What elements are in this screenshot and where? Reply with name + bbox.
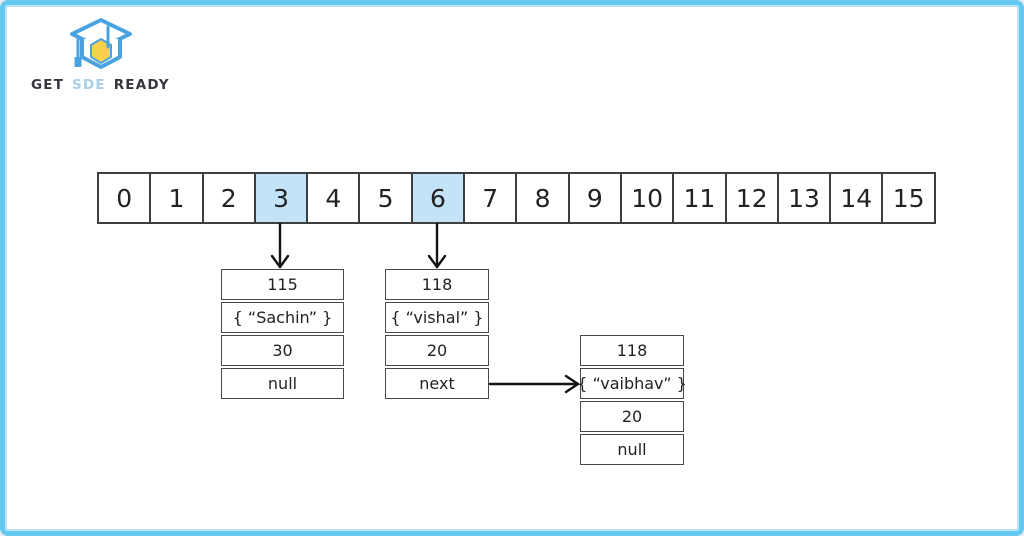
node-vishal-field-3: next	[385, 368, 489, 399]
logo-text-ready: READY	[113, 77, 170, 93]
node-sachin-field-1: { “Sachin” }	[221, 302, 344, 333]
array-cell-2: 2	[201, 172, 256, 224]
node-sachin-field-3: null	[221, 368, 344, 399]
logo-text-sde: SDE	[72, 77, 106, 93]
node-vaibhav-field-2: 20	[580, 401, 684, 432]
array-cell-6: 6	[410, 172, 466, 224]
logo-text-get: GET	[31, 77, 65, 93]
array-cell-13: 13	[776, 172, 832, 224]
graduation-cap-icon	[70, 18, 132, 69]
node-vaibhav-field-1: { “vaibhav” }	[577, 368, 687, 399]
array-cell-1: 1	[149, 172, 204, 224]
array-cell-0: 0	[97, 172, 152, 224]
node-vaibhav-field-0: 118	[580, 335, 684, 366]
array-cell-15: 15	[881, 172, 936, 224]
array-cell-3: 3	[253, 172, 309, 224]
arrow-next-to-node	[488, 374, 580, 394]
array-cell-8: 8	[515, 172, 570, 224]
array-cell-14: 14	[829, 172, 884, 224]
array-cell-7: 7	[463, 172, 518, 224]
logo-wordmark: GET SDE READY	[31, 77, 171, 93]
array-cell-4: 4	[306, 172, 361, 224]
array-cell-12: 12	[724, 172, 779, 224]
node-sachin-field-2: 30	[221, 335, 344, 366]
array-cell-10: 10	[619, 172, 675, 224]
array-cell-9: 9	[567, 172, 622, 224]
arrow-cell3-to-node	[270, 222, 290, 269]
node-sachin-field-0: 115	[221, 269, 344, 300]
arrow-cell6-to-node	[427, 222, 447, 269]
array-cell-11: 11	[672, 172, 727, 224]
node-vishal-field-0: 118	[385, 269, 489, 300]
array-cell-5: 5	[358, 172, 413, 224]
node-vishal-field-1: { “vishal” }	[385, 302, 489, 333]
logo: GET SDE READY	[31, 17, 171, 93]
node-vishal-field-2: 20	[385, 335, 489, 366]
node-vaibhav-field-3: null	[580, 434, 684, 465]
